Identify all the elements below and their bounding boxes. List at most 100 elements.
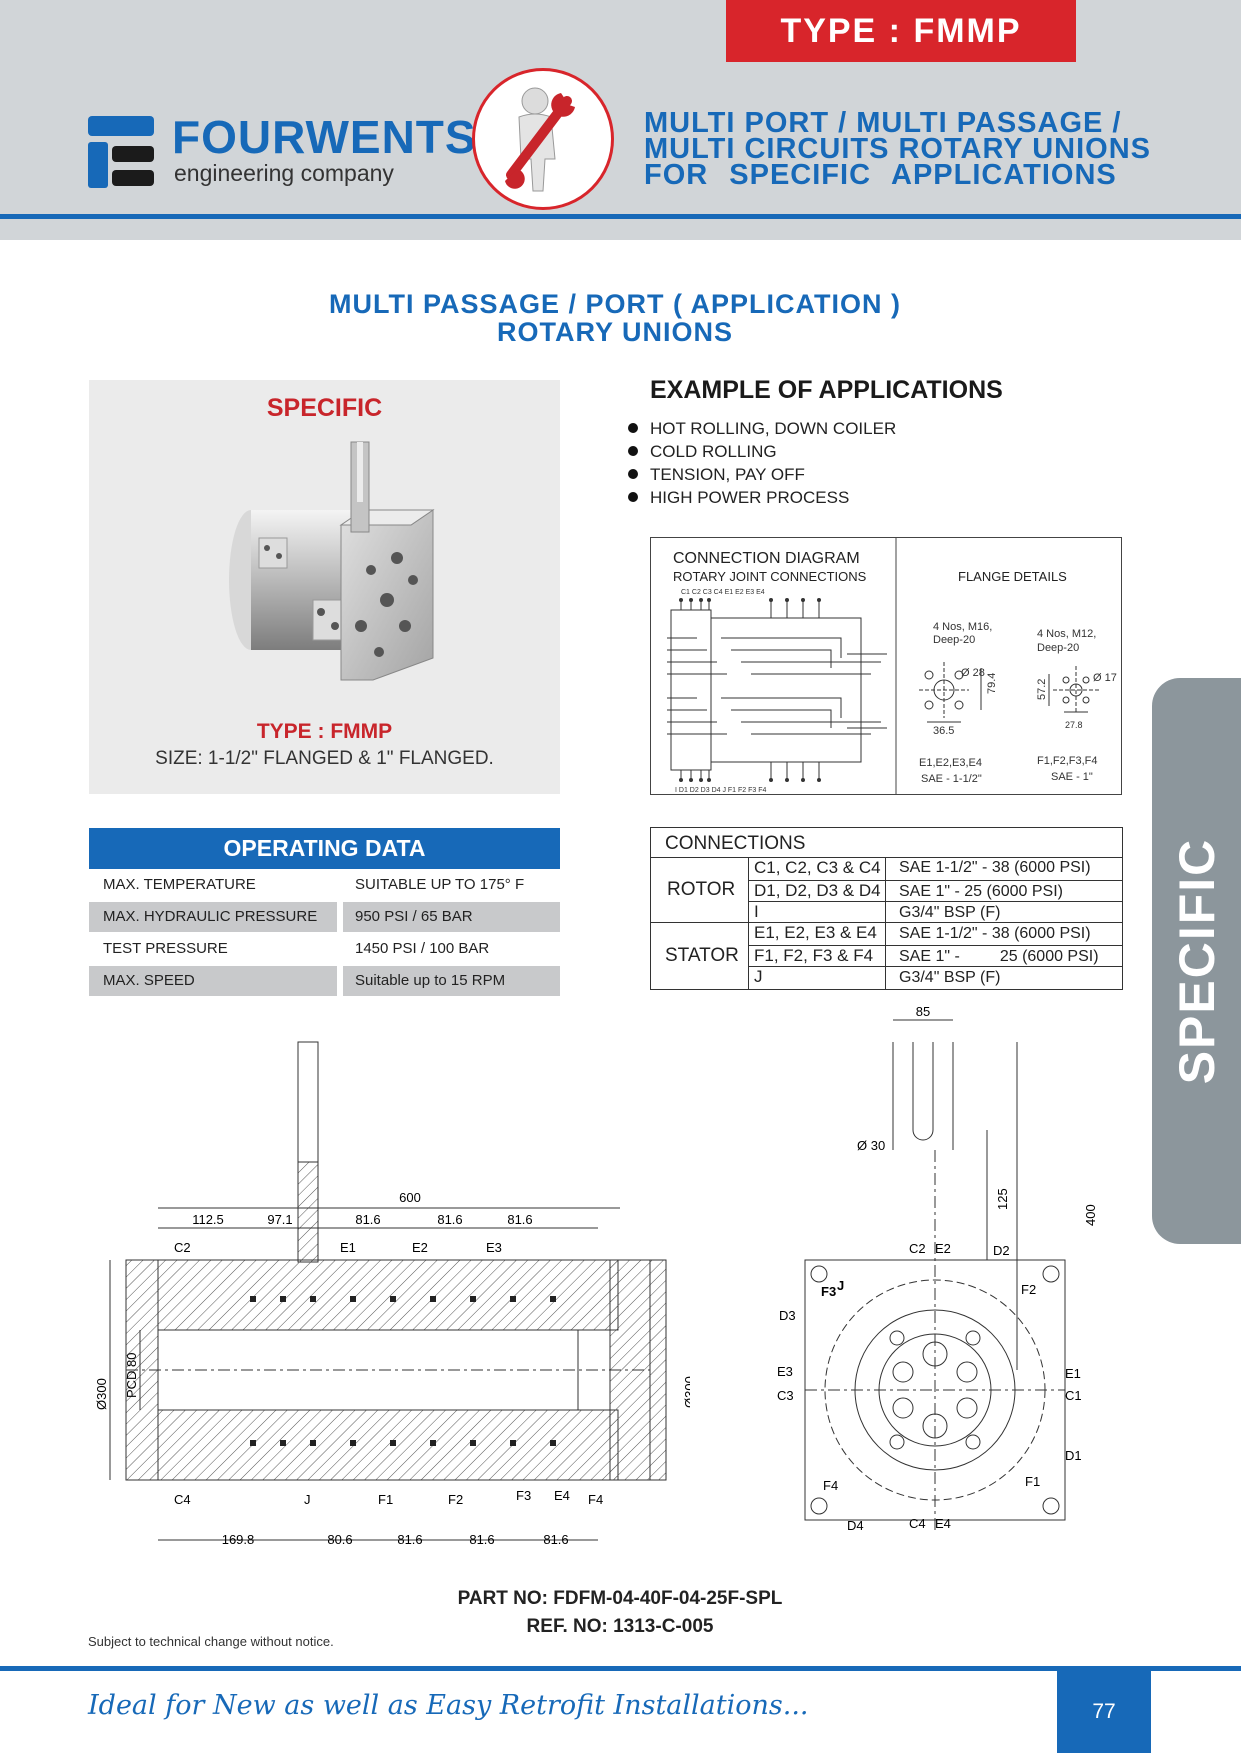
table-cell-spec: G3/4" BSP (F) xyxy=(899,904,1001,921)
table-row: TEST PRESSURE 1450 PSI / 100 BAR xyxy=(89,934,560,964)
table-cell-spec: SAE 1" - 25 (6000 PSI) xyxy=(899,948,1099,965)
flange1-dim1: 79.4 xyxy=(986,673,998,694)
table-cell-spec: SAE 1" - 25 (6000 PSI) xyxy=(899,883,1063,900)
table-row: MAX. HYDRAULIC PRESSURE 950 PSI / 65 BAR xyxy=(89,902,560,932)
flange2-sae: SAE - 1" xyxy=(1051,771,1093,783)
table-row: MAX. SPEED Suitable up to 15 RPM xyxy=(89,966,560,996)
dim-height-1: 125 xyxy=(995,1188,1010,1210)
port-label: E4 xyxy=(935,1516,951,1530)
header-title: MULTI PORT / MULTI PASSAGE / MULTI CIRCU… xyxy=(644,107,1164,190)
table-cell-label: MAX. HYDRAULIC PRESSURE xyxy=(89,902,337,932)
list-item-text: COLD ROLLING xyxy=(650,442,777,461)
list-item: COLD ROLLING xyxy=(628,440,896,463)
diagram-subtitle: ROTARY JOINT CONNECTIONS xyxy=(673,569,867,584)
flange1-ports: E1,E2,E3,E4 xyxy=(919,757,982,769)
list-item: TENSION, PAY OFF xyxy=(628,463,896,486)
dim-bottom: 169.8 xyxy=(222,1532,255,1547)
port-label: F1 xyxy=(378,1492,393,1507)
port-label: F4 xyxy=(823,1478,838,1493)
diagram-bottom-ports: I D1 D2 D3 D4 J F1 F2 F3 F4 xyxy=(675,787,767,794)
bullet-icon xyxy=(628,446,638,456)
table-cell-ports: D1, D2, D3 & D4 xyxy=(754,881,881,900)
section-title-line: MULTI PASSAGE / PORT ( APPLICATION ) xyxy=(329,289,901,319)
rotor-label: ROTOR xyxy=(667,879,736,900)
product-size: SIZE: 1-1/2" FLANGED & 1" FLANGED. xyxy=(155,748,494,769)
list-item: HIGH POWER PROCESS xyxy=(628,486,896,509)
flange2-ports: F1,F2,F3,F4 xyxy=(1037,755,1098,767)
header-divider xyxy=(0,214,1241,219)
header-title-line: MULTI PORT / MULTI PASSAGE / xyxy=(644,107,1122,139)
logo-subtitle: engineering company xyxy=(174,160,394,186)
port-label: F3 xyxy=(821,1284,836,1299)
port-label: E1 xyxy=(340,1240,356,1255)
header-title-line: MULTI CIRCUITS ROTARY UNIONS xyxy=(644,133,1152,165)
product-panel: SPECIFIC TYPE : FMMP SIZE: 1-1/2" FLANGE… xyxy=(89,380,560,794)
dim-bottom: 81.6 xyxy=(543,1532,568,1547)
port-label: F3 xyxy=(516,1488,531,1503)
port-label: J xyxy=(304,1492,311,1507)
table-cell-ports: F1, F2, F3 & F4 xyxy=(754,946,874,965)
dim-total: 600 xyxy=(399,1190,421,1205)
dim-top: 112.5 xyxy=(192,1212,224,1227)
flange2-holes: 4 Nos, M12, xyxy=(1037,628,1096,640)
port-label: F1 xyxy=(1025,1474,1040,1489)
operating-data-title: OPERATING DATA xyxy=(89,828,560,869)
end-view-drawing: 85 Ø 30 125 400 C2 E2 D2 F3 J F2 D3 E3 C… xyxy=(777,1004,1098,1530)
port-label: E3 xyxy=(777,1364,793,1379)
flange2-dim1: 57.2 xyxy=(1036,679,1048,700)
port-label: D2 xyxy=(993,1243,1010,1258)
sectional-drawing: 600 112.5 97.1 81.6 81.6 81.6 C2 E1 E2 E… xyxy=(94,1041,690,1547)
dim-top: 81.6 xyxy=(507,1212,532,1227)
flange2-dia: Ø 17 xyxy=(1093,672,1117,684)
part-number: PART NO: FDFM-04-40F-04-25F-SPL xyxy=(457,1588,783,1609)
bullet-icon xyxy=(628,423,638,433)
part-number-block: PART NO: FDFM-04-40F-04-25F-SPL REF. NO:… xyxy=(320,1585,920,1641)
dim-bottom: 80.6 xyxy=(327,1532,352,1547)
page-number: 77 xyxy=(1057,1671,1151,1753)
table-cell-ports: C1, C2, C3 & C4 xyxy=(754,858,881,877)
rotary-union-product-image xyxy=(229,441,435,681)
table-row: MAX. TEMPERATURE SUITABLE UP TO 175° F xyxy=(89,870,560,900)
dim-top: 81.6 xyxy=(437,1212,462,1227)
diagram-title: CONNECTION DIAGRAM xyxy=(673,550,860,567)
port-label: C2 xyxy=(174,1240,191,1255)
port-label: E2 xyxy=(935,1241,951,1256)
port-label: E3 xyxy=(486,1240,502,1255)
dim-width: 85 xyxy=(916,1004,930,1019)
applications-list: HOT ROLLING, DOWN COILER COLD ROLLING TE… xyxy=(628,417,896,509)
diagram-top-ports: C1 C2 C3 C4 E1 E2 E3 E4 xyxy=(681,589,765,596)
section-title-line: ROTARY UNIONS xyxy=(496,317,733,347)
footer-tagline: Ideal for New as well as Easy Retrofit I… xyxy=(88,1690,809,1721)
port-label: D4 xyxy=(847,1518,864,1530)
table-cell-value: 1450 PSI / 100 BAR xyxy=(355,940,490,957)
port-label: F2 xyxy=(1021,1282,1036,1297)
flange1-dim2: 36.5 xyxy=(933,725,954,737)
connections-title: CONNECTIONS xyxy=(665,833,806,854)
side-tab-label: SPECIFIC xyxy=(1168,837,1225,1085)
port-label: F4 xyxy=(588,1492,603,1507)
table-cell-ports: I xyxy=(754,902,759,921)
table-cell-ports: J xyxy=(754,967,763,986)
port-label: E2 xyxy=(412,1240,428,1255)
bullet-icon xyxy=(628,492,638,502)
port-label: C3 xyxy=(777,1388,794,1403)
dim-diameter-right: Ø300 xyxy=(682,1376,690,1408)
reference-number: REF. NO: 1313-C-005 xyxy=(526,1616,714,1637)
port-label: C1 xyxy=(1065,1388,1082,1403)
bullet-icon xyxy=(628,469,638,479)
product-type: TYPE : FMMP xyxy=(256,720,393,743)
change-notice: Subject to technical change without noti… xyxy=(88,1634,334,1649)
table-cell-spec: SAE 1-1/2" - 38 (6000 PSI) xyxy=(899,859,1091,876)
flange1-deep: Deep-20 xyxy=(933,634,975,646)
connections-table: CONNECTIONS ROTOR STATOR C1, C2, C3 & C4… xyxy=(650,827,1123,990)
table-cell-label: MAX. TEMPERATURE xyxy=(103,876,256,893)
table-cell-spec: SAE 1-1/2" - 38 (6000 PSI) xyxy=(899,925,1091,942)
table-cell-label: TEST PRESSURE xyxy=(103,940,228,957)
port-label: C2 xyxy=(909,1241,926,1256)
flange1-holes: 4 Nos, M16, xyxy=(933,621,992,633)
dim-top: 97.1 xyxy=(267,1212,292,1227)
footer-divider xyxy=(0,1666,1241,1671)
stator-label: STATOR xyxy=(665,945,739,966)
flange1-sae: SAE - 1-1/2" xyxy=(921,773,982,785)
dim-bottom: 81.6 xyxy=(469,1532,494,1547)
